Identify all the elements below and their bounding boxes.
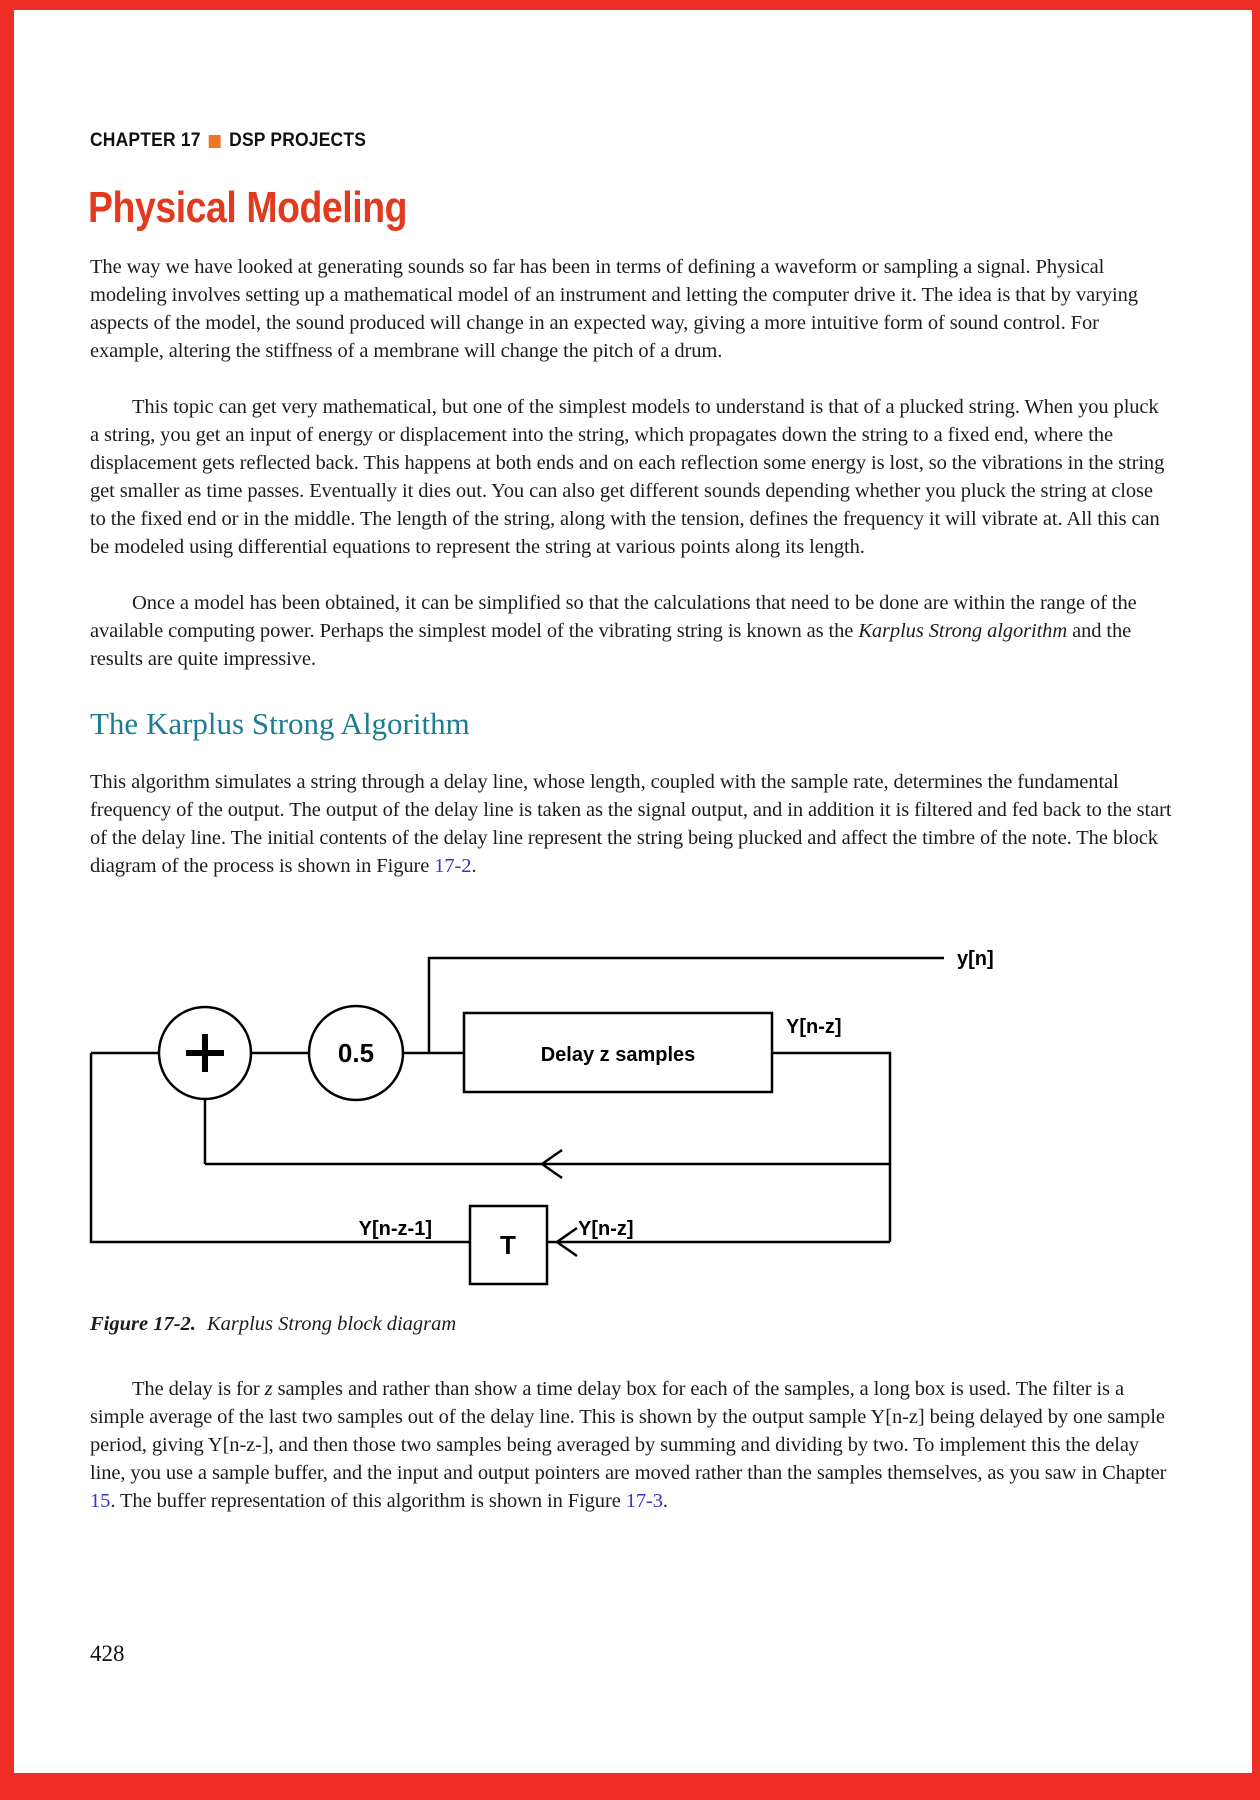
text-run: . The buffer representation of this algo… xyxy=(110,1490,626,1512)
t-input-arrow-icon xyxy=(554,1226,578,1258)
text-run: This topic can get very mathematical, bu… xyxy=(90,396,1165,558)
link-figure-17-3[interactable]: 17-3 xyxy=(625,1490,663,1512)
page-title: Physical Modeling xyxy=(88,183,408,232)
text-run: Once a model has been obtained, it can b… xyxy=(90,592,1137,642)
intro-paragraph-2: This topic can get very mathematical, bu… xyxy=(90,393,1172,561)
output-signal-label: y[n] xyxy=(957,948,994,970)
output-tap-wire xyxy=(427,956,944,1053)
gain-value-label: 0.5 xyxy=(338,1038,374,1068)
chapter-label: CHAPTER 17 xyxy=(90,130,201,151)
text-run: samples and rather than show a time dela… xyxy=(90,1378,1167,1484)
block-diagram: y[n] 0.5 Delay z samples Y[n-z] T Y[n-z-… xyxy=(89,948,994,1286)
left-return-wire xyxy=(89,1053,470,1244)
feedback-arrow-icon xyxy=(539,1148,563,1180)
section-heading: The Karplus Strong Algorithm xyxy=(90,706,470,741)
page-number: 428 xyxy=(90,1641,125,1666)
section-label: DSP PROJECTS xyxy=(229,130,367,151)
delay-output-label: Y[n-z] xyxy=(786,1016,842,1038)
delayed-sample-label: Y[n-z-1] xyxy=(359,1218,432,1240)
delay-box-label: Delay z samples xyxy=(541,1044,696,1066)
link-chapter-15[interactable]: 15 xyxy=(90,1490,111,1512)
text-run: . xyxy=(662,1490,668,1512)
text-run: z xyxy=(264,1378,273,1400)
intro-paragraph-3: Once a model has been obtained, it can b… xyxy=(90,589,1172,673)
page-border-bottom xyxy=(0,1773,1260,1800)
running-header: CHAPTER 17 DSP PROJECTS xyxy=(90,130,366,152)
chapter-square-icon xyxy=(208,134,221,148)
text-run: The way we have looked at generating sou… xyxy=(90,256,1138,362)
text-run: Karplus Strong algorithm xyxy=(858,620,1068,642)
text-run: The delay is for xyxy=(132,1378,265,1400)
delay-output-wire xyxy=(772,1051,892,1242)
section-paragraph-1: This algorithm simulates a string throug… xyxy=(90,768,1172,880)
figure-caption: Figure 17-2. Karplus Strong block diagram xyxy=(90,1313,456,1336)
page-border-left xyxy=(0,0,14,1800)
text-run: and the results are quite impressive. xyxy=(90,620,1132,670)
intro-paragraph-1: The way we have looked at generating sou… xyxy=(90,253,1172,365)
text-run: This algorithm simulates a string throug… xyxy=(90,771,1172,877)
figure-caption-label: Figure 17-2. xyxy=(90,1313,196,1335)
page-border-top xyxy=(0,0,1260,10)
page-border-right xyxy=(1252,0,1260,1800)
closing-paragraph-1: The delay is for z samples and rather th… xyxy=(90,1375,1172,1515)
text-run: . xyxy=(471,855,477,877)
figure-caption-text: Karplus Strong block diagram xyxy=(206,1313,457,1335)
link-figure-17-2[interactable]: 17-2 xyxy=(434,855,472,877)
feedback-sample-label: Y[n-z] xyxy=(578,1218,634,1240)
t-delay-label: T xyxy=(500,1230,516,1260)
sum-plus-icon xyxy=(186,1034,224,1072)
delay-box xyxy=(462,1011,774,1094)
t-delay-box xyxy=(468,1204,549,1286)
